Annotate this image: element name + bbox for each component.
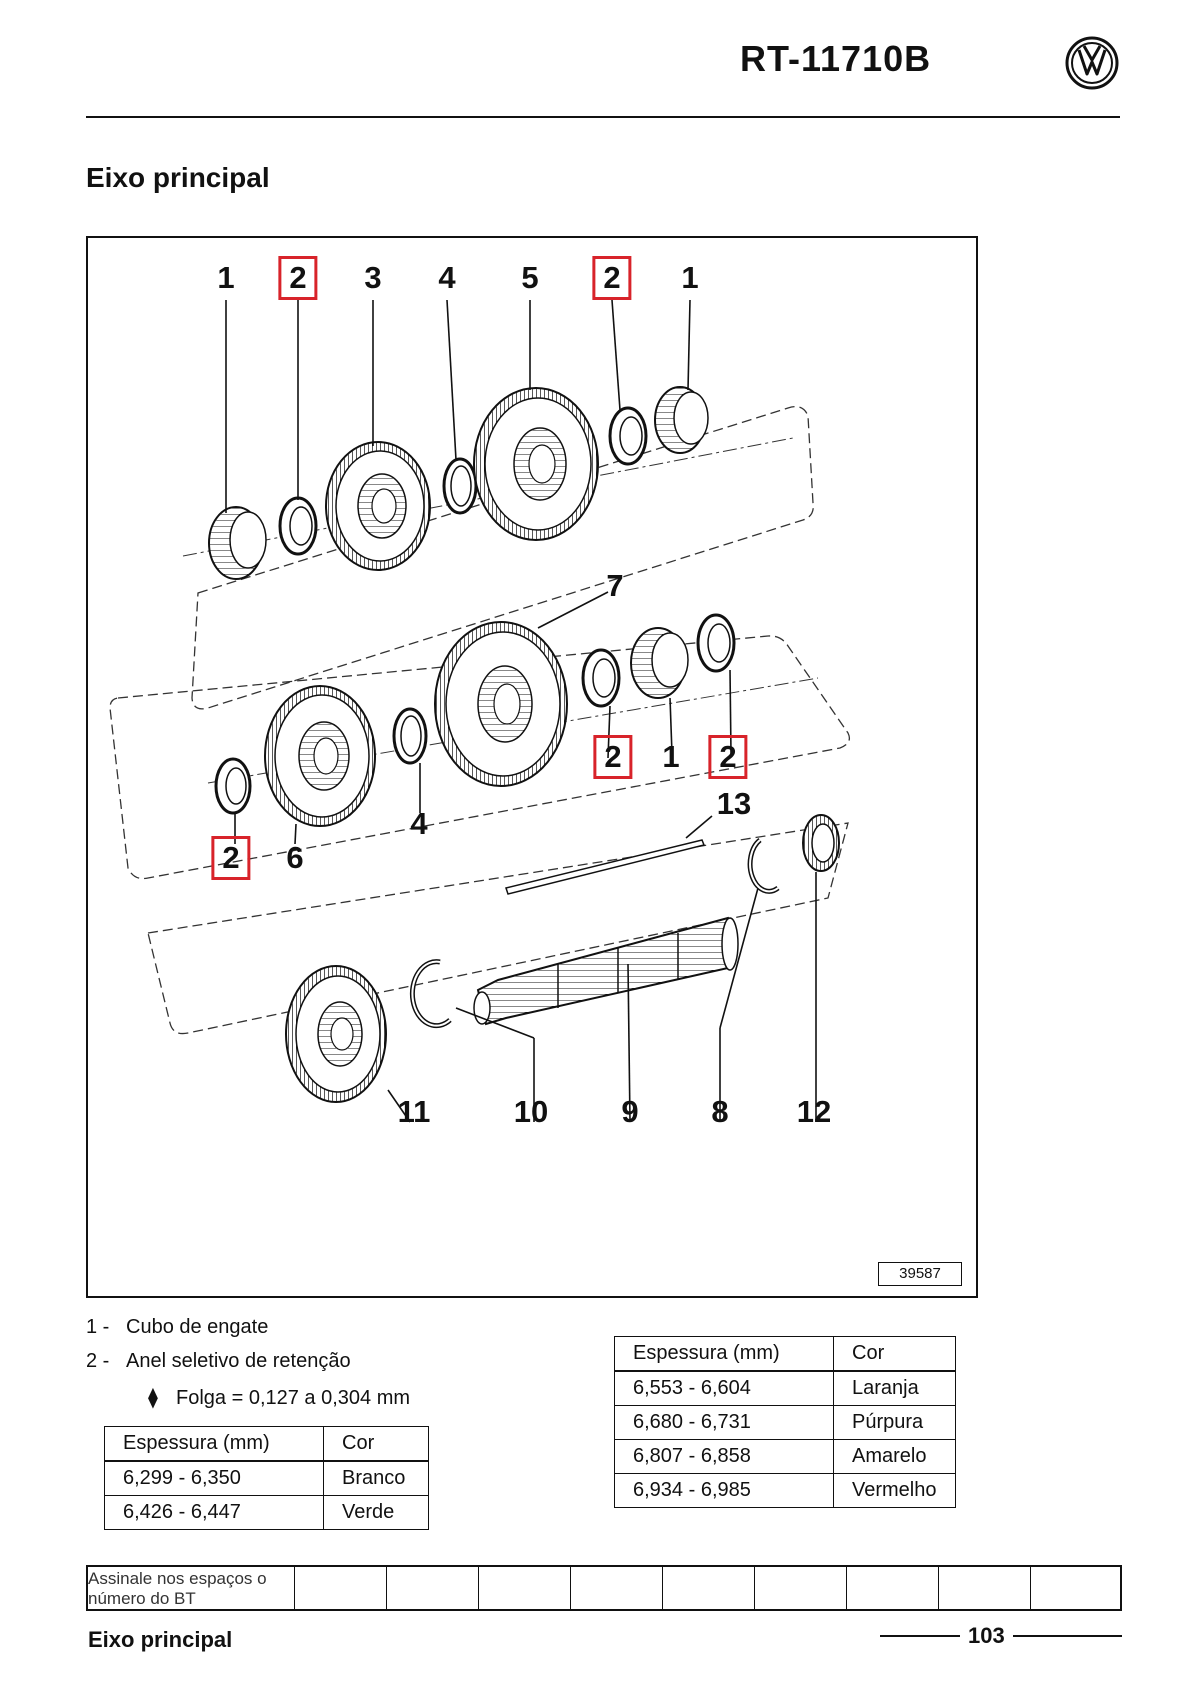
part-2-ring-mid-right: [696, 613, 736, 673]
section-title: Eixo principal: [86, 162, 270, 193]
color-cell: Amarelo: [833, 1439, 956, 1474]
callout-9: 9: [621, 1094, 639, 1129]
callout-5: 5: [521, 260, 539, 295]
callout-1-top-left: 1: [217, 260, 235, 295]
thickness-cell: 6,680 - 6,731: [614, 1405, 834, 1440]
legend-item-number: 2 -: [86, 1350, 110, 1372]
footer-title: Eixo principal: [88, 1627, 233, 1652]
thickness-table-left: Espessura (mm) Cor 6,299 - 6,350 Branco …: [104, 1426, 429, 1530]
bt-entry-cell[interactable]: [938, 1567, 1031, 1609]
table-row: 6,807 - 6,858 Amarelo: [614, 1439, 956, 1474]
column-header-color: Cor: [323, 1426, 429, 1462]
table-header-row: Espessura (mm) Cor: [614, 1336, 956, 1372]
exploded-view-drawing: [109, 299, 851, 1123]
table-header-row: Espessura (mm) Cor: [104, 1426, 429, 1462]
document-code: RT-11710B: [740, 38, 932, 79]
callout-13: 13: [716, 786, 752, 821]
thickness-cell: 6,553 - 6,604: [614, 1370, 834, 1406]
column-header-color: Cor: [833, 1336, 956, 1372]
callout-1-mid: 1: [662, 739, 680, 774]
bt-entry-cell[interactable]: [846, 1567, 939, 1609]
callout-2-mid-center: 2: [593, 735, 633, 779]
bt-entry-cell[interactable]: [294, 1567, 387, 1609]
table-row: 6,299 - 6,350 Branco: [104, 1460, 429, 1496]
part-3-gear: [325, 441, 431, 571]
part-6-gear: [264, 685, 376, 827]
callout-11: 11: [397, 1094, 431, 1129]
exploded-view-figure: 1 2 3 4 5 2 1 7 2 1 2 13 4 2 6 11 10 9 8…: [86, 236, 978, 1298]
callout-3: 3: [364, 260, 382, 295]
color-cell: Branco: [323, 1460, 429, 1496]
part-12-washer: [802, 814, 840, 872]
table-row: 6,553 - 6,604 Laranja: [614, 1370, 956, 1406]
page-number: 103: [960, 1623, 1013, 1649]
callout-4-mid: 4: [410, 806, 428, 841]
part-13-key: [505, 839, 706, 895]
bt-entry-cell[interactable]: [754, 1567, 847, 1609]
legend-item-1: 1 - Cubo de engate: [86, 1316, 268, 1339]
bt-number-box: Assinale nos espaços o número do BT: [86, 1565, 1122, 1611]
part-8-snap-ring: [747, 838, 780, 894]
legend-item-text: Anel seletivo de retenção: [126, 1350, 351, 1372]
callout-2-top-right: 2: [592, 256, 632, 300]
part-7-gear: [434, 621, 568, 787]
bt-entry-cell[interactable]: [386, 1567, 479, 1609]
bt-box-label: Assinale nos espaços o número do BT: [88, 1569, 267, 1608]
legend-note: ⧫ Folga = 0,127 a 0,304 mm: [148, 1385, 410, 1410]
table-row: 6,426 - 6,447 Verde: [104, 1495, 429, 1530]
part-1-hub-top-left: [208, 506, 267, 580]
legend-item-number: 1 -: [86, 1316, 110, 1338]
callout-8: 8: [711, 1094, 729, 1129]
part-5-gear: [473, 387, 599, 541]
callout-6: 6: [286, 840, 304, 875]
part-2-ring-mid-center: [581, 648, 621, 708]
part-2-ring-top-left: [278, 496, 318, 556]
diamond-bullet-icon: ⧫: [148, 1387, 158, 1409]
callout-4-top: 4: [438, 260, 456, 295]
column-header-thickness: Espessura (mm): [614, 1336, 834, 1372]
thickness-table-right: Espessura (mm) Cor 6,553 - 6,604 Laranja…: [614, 1336, 956, 1508]
part-4-washer-top: [442, 457, 478, 515]
thickness-cell: 6,299 - 6,350: [104, 1460, 324, 1496]
part-1-hub-mid: [630, 627, 689, 699]
color-cell: Verde: [323, 1495, 429, 1530]
part-9-main-shaft: [473, 916, 739, 1026]
callout-2-mid-left: 2: [211, 836, 251, 880]
leader-lines: [225, 299, 817, 1123]
thickness-cell: 6,426 - 6,447: [104, 1495, 324, 1530]
part-10-snap-ring: [409, 959, 452, 1029]
callout-2-mid-right: 2: [708, 735, 748, 779]
legend-item-2: 2 - Anel seletivo de retenção: [86, 1350, 351, 1373]
table-row: 6,680 - 6,731 Púrpura: [614, 1405, 956, 1440]
part-1-hub-top-right: [654, 386, 709, 454]
header-rule: [86, 116, 1120, 118]
column-header-thickness: Espessura (mm): [104, 1426, 324, 1462]
bt-entry-cell[interactable]: [1030, 1567, 1121, 1609]
clearance-note: Folga = 0,127 a 0,304 mm: [176, 1387, 411, 1409]
color-cell: Vermelho: [833, 1473, 956, 1508]
callout-10: 10: [513, 1094, 549, 1129]
callout-12: 12: [796, 1094, 832, 1129]
thickness-cell: 6,807 - 6,858: [614, 1439, 834, 1474]
callout-7: 7: [606, 568, 624, 603]
part-11-gear: [285, 965, 387, 1103]
part-2-ring-top-right: [608, 406, 648, 466]
bt-entry-cell[interactable]: [570, 1567, 663, 1609]
part-4-washer-mid: [392, 707, 428, 765]
color-cell: Laranja: [833, 1370, 956, 1406]
bt-entry-cell[interactable]: [662, 1567, 755, 1609]
callout-1-top-right: 1: [681, 260, 699, 295]
callout-2-top-left: 2: [278, 256, 318, 300]
figure-number: 39587: [878, 1262, 962, 1286]
legend-item-text: Cubo de engate: [126, 1316, 269, 1338]
vw-logo-icon: [1065, 36, 1119, 90]
bt-entry-cell[interactable]: [478, 1567, 571, 1609]
part-2-ring-mid-left: [214, 757, 252, 815]
table-row: 6,934 - 6,985 Vermelho: [614, 1473, 956, 1508]
color-cell: Púrpura: [833, 1405, 956, 1440]
thickness-cell: 6,934 - 6,985: [614, 1473, 834, 1508]
